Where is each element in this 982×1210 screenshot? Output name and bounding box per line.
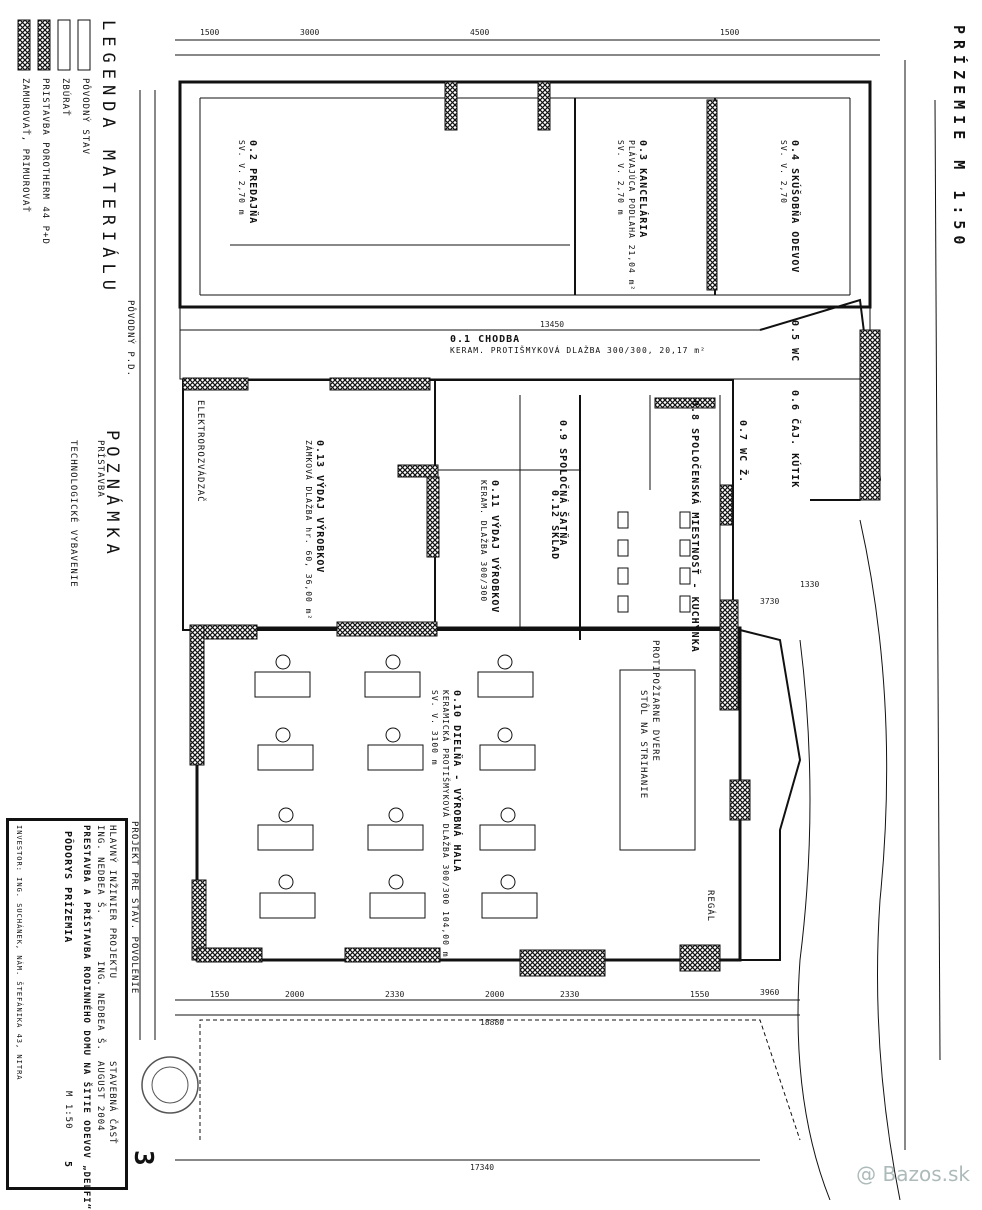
legend-title: LEGENDA MATERIÁLU [98,20,118,296]
sewing-tables [254,654,696,919]
sheet-number: 3 [128,1150,158,1166]
annotation-fire-door: PROTIPOŽIARNE DVERE [650,640,660,762]
legend-swatch-bricked [17,19,31,71]
room-label-storage: 0.12 SKLAD [549,490,560,561]
room-label-wc: 0.5 WC [789,320,800,363]
legend-swatch-demolish [57,19,71,71]
dimension-bottom: 1550 [210,990,230,999]
legend-swatch-original [77,19,91,71]
room-label-corridor: 0.1 CHODBA KERAM. PROTIŠMYKOVÁ DLAŽBA 30… [450,334,706,356]
dimension-right: 1330 [800,580,820,589]
legend-item-extension: PRISTAVBA POROTHERM 44 P+D [40,78,50,245]
investor: INVESTOR: ING. SUCHÁNEK, NÁM. ŠTEFÁNIKA … [15,825,23,1081]
dimension-overall: 17340 [470,1163,495,1172]
dimension-right: 3730 [760,597,780,606]
dimension-top: 1500 [720,28,740,37]
legend-swatches [17,19,91,71]
new-walls-hatched [182,81,881,977]
dimension-top: 4500 [470,28,490,37]
notes-line: PRÍSTAVBA [95,440,105,498]
room-label-kitchen: 0.8 SPOLOČENSKÁ MIESTNOSŤ - KUCHYNKA [689,400,700,653]
dimension-bottom: 2000 [485,990,505,999]
watermark: @ Bazos.sk [856,1162,970,1186]
room-name: 0.1 CHODBA [450,334,521,345]
annotation-shelf: REGÁL [705,890,715,923]
cutting-table [619,669,696,851]
dimension-top: 1500 [200,28,220,37]
dimension-line-right [934,99,941,1061]
notes-line: PÔVODNÝ P.D. [125,300,135,378]
legend-item-bricked: ZAMUROVAŤ, PRIMUROVAŤ [20,78,30,213]
title-block-header: PROJEKT PRE STAV. POVOLENIE [129,821,139,995]
title-block-row: ING. NEDBEA Š. [95,825,105,915]
wall-upper-block [178,80,872,309]
dimension-corridor: 13450 [540,320,565,329]
title-block-row: ING. NEDBEA Š. [95,961,105,1051]
room-label-tea-corner: 0.6 ČAJ. KÚTIK [789,390,800,489]
project-name: PRESTAVBA A PRÍSTAVBA RODINNÉHO DOMU NA … [81,825,91,1210]
room-floor-spec: KERAM. PROTIŠMYKOVÁ DLAŽBA 300/300, 20,1… [450,346,706,355]
sheet-number-cell: 5 [62,1161,73,1169]
title-block-row: AUGUST 2004 [95,1061,105,1132]
notes-title: POZNÁMKA [102,430,122,560]
title-block: PROJEKT PRE STAV. POVOLENIE HLAVNÝ INŽIN… [6,818,139,1210]
title-block-row: HLAVNÝ INŽINIER PROJEKTU [107,825,117,980]
dimension-bottom: 2330 [385,990,405,999]
official-stamp [141,1056,199,1114]
wall-middle-zone [182,379,734,631]
title-block-row: STAVEBNÁ ČASŤ [107,1061,117,1145]
legend-item-demolish: ZBÚRAŤ [60,78,70,117]
annotation-switchboard: ELEKTROROZVÁDZAČ [195,400,205,503]
notes-line: TECHNOLOGICKÉ VYBAVENIE [68,440,78,588]
dimension-bottom: 1550 [690,990,710,999]
dimension-top: 3000 [300,28,320,37]
annotation-cutting-table: STÔL NA STRIHANIE [638,690,648,800]
dimension-bottom: 2000 [285,990,305,999]
kitchen-seats [617,511,691,613]
dimension-bottom: 2330 [560,990,580,999]
dimension-bottom-total: 18880 [480,1018,505,1027]
sheet-title: PÔDORYS PRÍZEMIA [62,831,73,944]
sheet-scale: M 1:50 [63,1091,73,1130]
room-label-wc-women: 0.7 WC Ž. [737,420,748,484]
drawing-title: PRÍZEMIE M 1:50 [950,25,968,251]
legend-swatch-extension [37,19,51,71]
legend-item-original: PÔVODNÝ STAV [80,78,90,156]
dimension-right: 3960 [760,988,780,997]
